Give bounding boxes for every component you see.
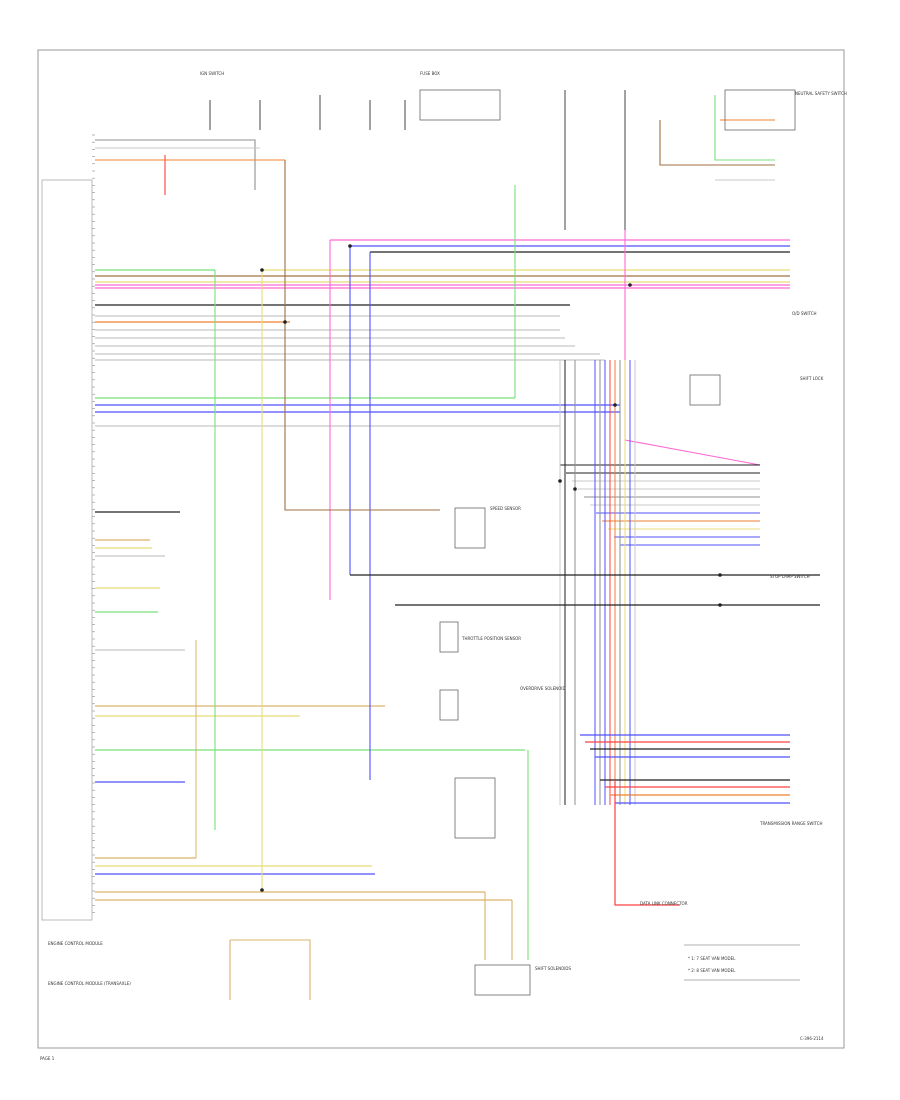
ign-switch-label: IGN SWITCH (200, 71, 224, 76)
shift-lock-label: SHIFT LOCK (800, 376, 824, 381)
od-switch-label: O/D SWITCH (792, 311, 817, 316)
splice-dot (348, 244, 352, 248)
data-link-label: DATA LINK CONNECTOR (640, 901, 688, 906)
lower-wire-2 (230, 939, 311, 1000)
ecm-side-note: ENGINE CONTROL MODULE (TRANSAXLE) (48, 981, 131, 986)
ecm-body (41, 179, 93, 921)
splice-dot (283, 320, 287, 324)
splice-dot (718, 573, 722, 577)
corner-code: C-396-2114 (800, 1036, 824, 1041)
transmission-range-label: TRANSMISSION RANGE SWITCH (759, 821, 823, 826)
shift-lock-box (454, 777, 496, 839)
splice-dot (628, 283, 632, 287)
splice-dot (558, 479, 562, 483)
stop-lamp-label: STOP LAMP SWITCH (770, 574, 810, 579)
neutral-wire-g (714, 95, 775, 161)
splice-dot (573, 487, 577, 491)
neutral-safety-label: NEUTRAL SAFETY SWITCH (795, 91, 847, 96)
ecm-label: ENGINE CONTROL MODULE (48, 941, 103, 946)
pink-diag (624, 230, 761, 466)
splice-dot (260, 268, 264, 272)
legend-item-1: * 1: 7 SEAT VAN MODEL (688, 956, 736, 961)
speed-sensor-label: SPEED SENSOR (490, 506, 521, 511)
page-ref: PAGE 1 (40, 1056, 55, 1061)
components (41, 89, 800, 996)
splice-dot (613, 403, 617, 407)
throttle-sensor-box (439, 621, 459, 653)
diagram-border (37, 49, 845, 1049)
legend-item-2: * 2: 8 SEAT VAN MODEL (688, 968, 736, 973)
fuse-box (419, 89, 501, 121)
label-group: ENGINE CONTROL MODULE ENGINE CONTROL MOD… (40, 71, 847, 1061)
riser-brown (284, 160, 440, 511)
od-switch-box (689, 374, 721, 406)
data-link-wire (614, 780, 680, 906)
solenoid-block-label: SHIFT SOLENOIDS (535, 966, 572, 971)
overdrive-solenoid-label: OVERDRIVE SOLENOID (520, 686, 566, 691)
throttle-sensor-label: THROTTLE POSITION SENSOR (461, 636, 521, 641)
neutral-safety-box (724, 89, 796, 131)
ign-wire (95, 139, 256, 190)
od-solenoid-box (439, 689, 459, 721)
wire-harness (95, 90, 820, 1000)
fuse-box-label: FUSE BOX (420, 71, 440, 76)
solenoid-block-box (474, 964, 531, 996)
splice-dot (718, 603, 722, 607)
speed-sensor-box (454, 507, 486, 549)
neutral-wire (659, 120, 775, 166)
splice-dot (260, 888, 264, 892)
